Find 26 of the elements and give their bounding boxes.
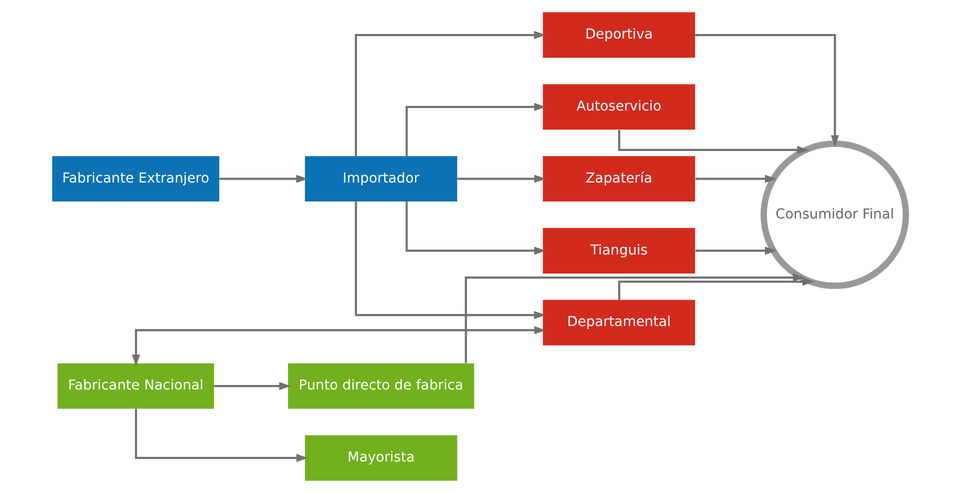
- arrow: [220, 174, 308, 183]
- node-box: Punto directo de fabrica: [288, 363, 474, 409]
- arrow: [406, 202, 546, 255]
- node-box: Fabricante Nacional: [58, 363, 214, 409]
- arrow: [464, 273, 805, 364]
- node-box: Mayorista: [304, 435, 458, 481]
- arrow: [354, 30, 546, 156]
- arrow: [134, 408, 308, 462]
- arrow: [354, 202, 546, 320]
- node-box: Zapatería: [542, 156, 696, 202]
- arrow: [695, 174, 777, 183]
- arrow: [695, 34, 839, 147]
- arrow: [618, 278, 814, 300]
- arrow: [214, 382, 291, 390]
- arrow: [695, 246, 777, 255]
- arrow: [132, 326, 546, 366]
- arrow: [457, 174, 546, 183]
- node-circle: Consumidor Final: [760, 140, 910, 290]
- node-box: Autoservicio: [542, 84, 696, 130]
- arrow: [406, 102, 546, 156]
- node-box: Tianguis: [542, 228, 696, 274]
- arrow: [618, 130, 809, 154]
- node-box: Importador: [304, 156, 458, 202]
- node-box: Deportiva: [542, 12, 696, 58]
- node-box: Fabricante Extranjero: [52, 156, 220, 202]
- node-box: Departamental: [542, 300, 696, 346]
